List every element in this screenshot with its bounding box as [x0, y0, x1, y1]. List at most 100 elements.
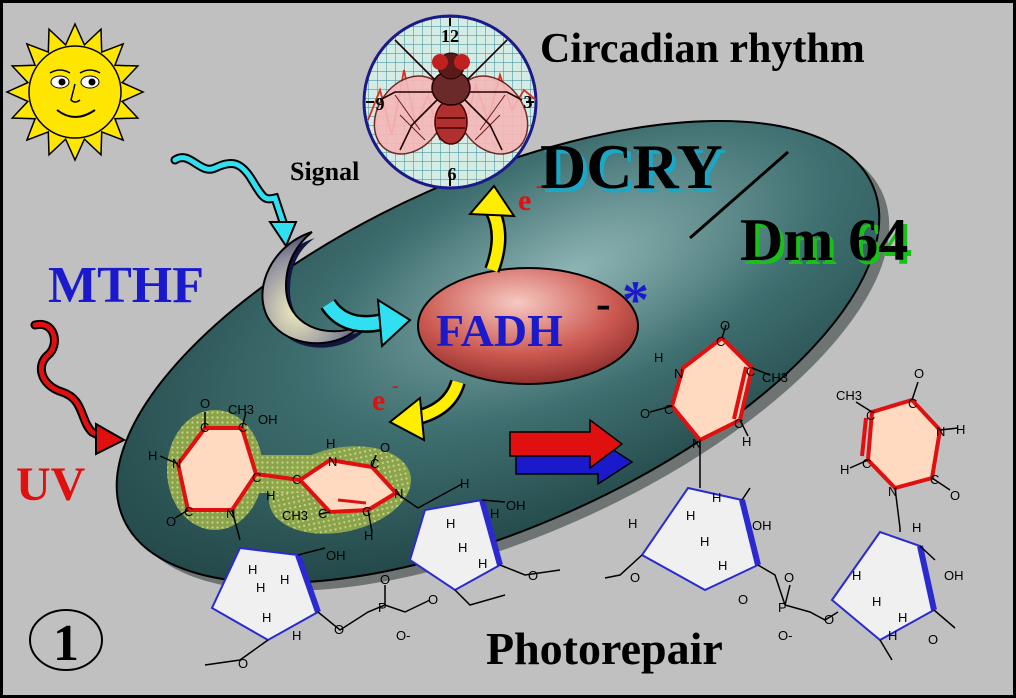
svg-text:C: C — [716, 334, 725, 349]
slide-number: 1 — [53, 615, 79, 672]
svg-text:O: O — [738, 592, 748, 607]
svg-text:C: C — [664, 402, 673, 417]
dm64-label: Dm 64 — [740, 207, 908, 273]
svg-text:H: H — [718, 558, 727, 573]
svg-text:O: O — [166, 514, 176, 529]
svg-text:H: H — [898, 610, 907, 625]
photorepair-label: Photorepair — [486, 623, 723, 674]
svg-text:H: H — [364, 528, 373, 543]
svg-text:O: O — [824, 612, 834, 627]
light-signal-wave — [170, 153, 298, 249]
slash-divider — [689, 150, 789, 240]
svg-text:C: C — [734, 416, 743, 431]
svg-text:CH3: CH3 — [228, 402, 254, 417]
repaired-thymine-2: O C CH3 C N H C O C H N — [836, 366, 965, 529]
svg-text:N: N — [394, 486, 403, 501]
clock-label-12: 12 — [441, 26, 459, 46]
repaired-thymine-1: H N O C C CH3 C H N C O — [640, 318, 788, 470]
svg-text:H: H — [628, 516, 637, 531]
fly-clock-icon: 12 3 6 9 — [362, 14, 538, 190]
svg-text:H: H — [478, 556, 487, 571]
left-dna-backbone: H H H H H OH O P O O- O O H H H H OH O — [204, 498, 561, 671]
svg-text:O: O — [914, 366, 924, 381]
svg-text:H: H — [460, 476, 469, 491]
svg-text:O: O — [238, 656, 248, 671]
dcry-label-group: DCRY DCRY Dm 64 Dm 64 — [540, 131, 912, 277]
svg-text:H: H — [872, 594, 881, 609]
svg-text:C: C — [292, 472, 301, 487]
energy-transfer-arrow — [320, 298, 412, 349]
svg-text:O: O — [630, 570, 640, 585]
photorepair-arrow — [509, 418, 634, 486]
svg-text:H: H — [490, 506, 499, 521]
svg-text:C: C — [238, 420, 247, 435]
svg-text:H: H — [248, 562, 257, 577]
svg-text:C: C — [908, 396, 917, 411]
svg-text:H: H — [888, 628, 897, 643]
svg-text:H: H — [686, 508, 695, 523]
svg-text:H: H — [262, 610, 271, 625]
svg-text:C: C — [362, 504, 371, 519]
slide-number-badge: 1 — [29, 609, 103, 672]
svg-text:C: C — [252, 470, 261, 485]
svg-text:H: H — [280, 572, 289, 587]
svg-text:OH: OH — [326, 548, 346, 563]
svg-text:H: H — [148, 448, 157, 463]
dimer-atoms: O CH3 OH H N C C C C O N H C H N C O N H… — [148, 396, 469, 543]
svg-text:H: H — [256, 580, 265, 595]
svg-text:OH: OH — [944, 568, 964, 583]
svg-text:C: C — [866, 408, 875, 423]
svg-text:C: C — [862, 456, 871, 471]
svg-text:O: O — [200, 396, 210, 411]
svg-text:CH3: CH3 — [282, 508, 308, 523]
svg-text:C: C — [930, 472, 939, 487]
svg-text:O-: O- — [778, 628, 792, 643]
svg-text:H: H — [852, 568, 861, 583]
svg-text:H: H — [654, 350, 663, 365]
fadh-label: FADH — [436, 305, 563, 356]
svg-text:O: O — [640, 406, 650, 421]
svg-text:N: N — [674, 366, 683, 381]
svg-text:CH3: CH3 — [762, 370, 788, 385]
svg-text:N: N — [328, 454, 337, 469]
dimer-bonds — [159, 411, 463, 541]
svg-text:H: H — [742, 434, 751, 449]
svg-text:H: H — [458, 540, 467, 555]
dcry-label: DCRY — [540, 131, 723, 202]
right-dna-backbone: H H H H H OH O O P O O- O H H H H H OH O — [604, 470, 964, 661]
svg-text:CH3: CH3 — [836, 388, 862, 403]
svg-text:O: O — [720, 318, 730, 333]
dm64-shadow: Dm 64 — [744, 211, 912, 277]
svg-text:O: O — [380, 572, 390, 587]
signal-electron-arrow — [467, 184, 516, 273]
svg-text:OH: OH — [506, 498, 526, 513]
repair-electron-arrow — [388, 379, 466, 442]
svg-text:H: H — [712, 490, 721, 505]
uv-light-wave — [30, 319, 127, 456]
excited-state-star: * — [622, 270, 649, 330]
clock-label-6: 6 — [448, 164, 457, 184]
svg-text:O: O — [784, 570, 794, 585]
sun-icon — [5, 22, 145, 162]
svg-text:N: N — [692, 436, 701, 451]
fadh-cofactor: FADH - * — [417, 267, 649, 385]
svg-text:C: C — [370, 456, 379, 471]
svg-text:O: O — [334, 622, 344, 637]
svg-text:H: H — [700, 534, 709, 549]
dcry-shadow: DCRY — [544, 135, 727, 206]
title-circadian-rhythm: Circadian rhythm — [540, 26, 865, 72]
svg-text:O: O — [528, 568, 538, 583]
svg-text:H: H — [446, 516, 455, 531]
svg-text:N: N — [936, 424, 945, 439]
svg-text:O-: O- — [396, 628, 410, 643]
svg-text:N: N — [172, 456, 181, 471]
svg-text:N: N — [226, 506, 235, 521]
svg-text:O: O — [950, 488, 960, 503]
svg-text:O: O — [428, 592, 438, 607]
electron-charge-bottom: - — [392, 375, 399, 397]
svg-text:H: H — [956, 422, 965, 437]
signal-label: Signal — [290, 157, 359, 186]
svg-text:C: C — [746, 364, 755, 379]
